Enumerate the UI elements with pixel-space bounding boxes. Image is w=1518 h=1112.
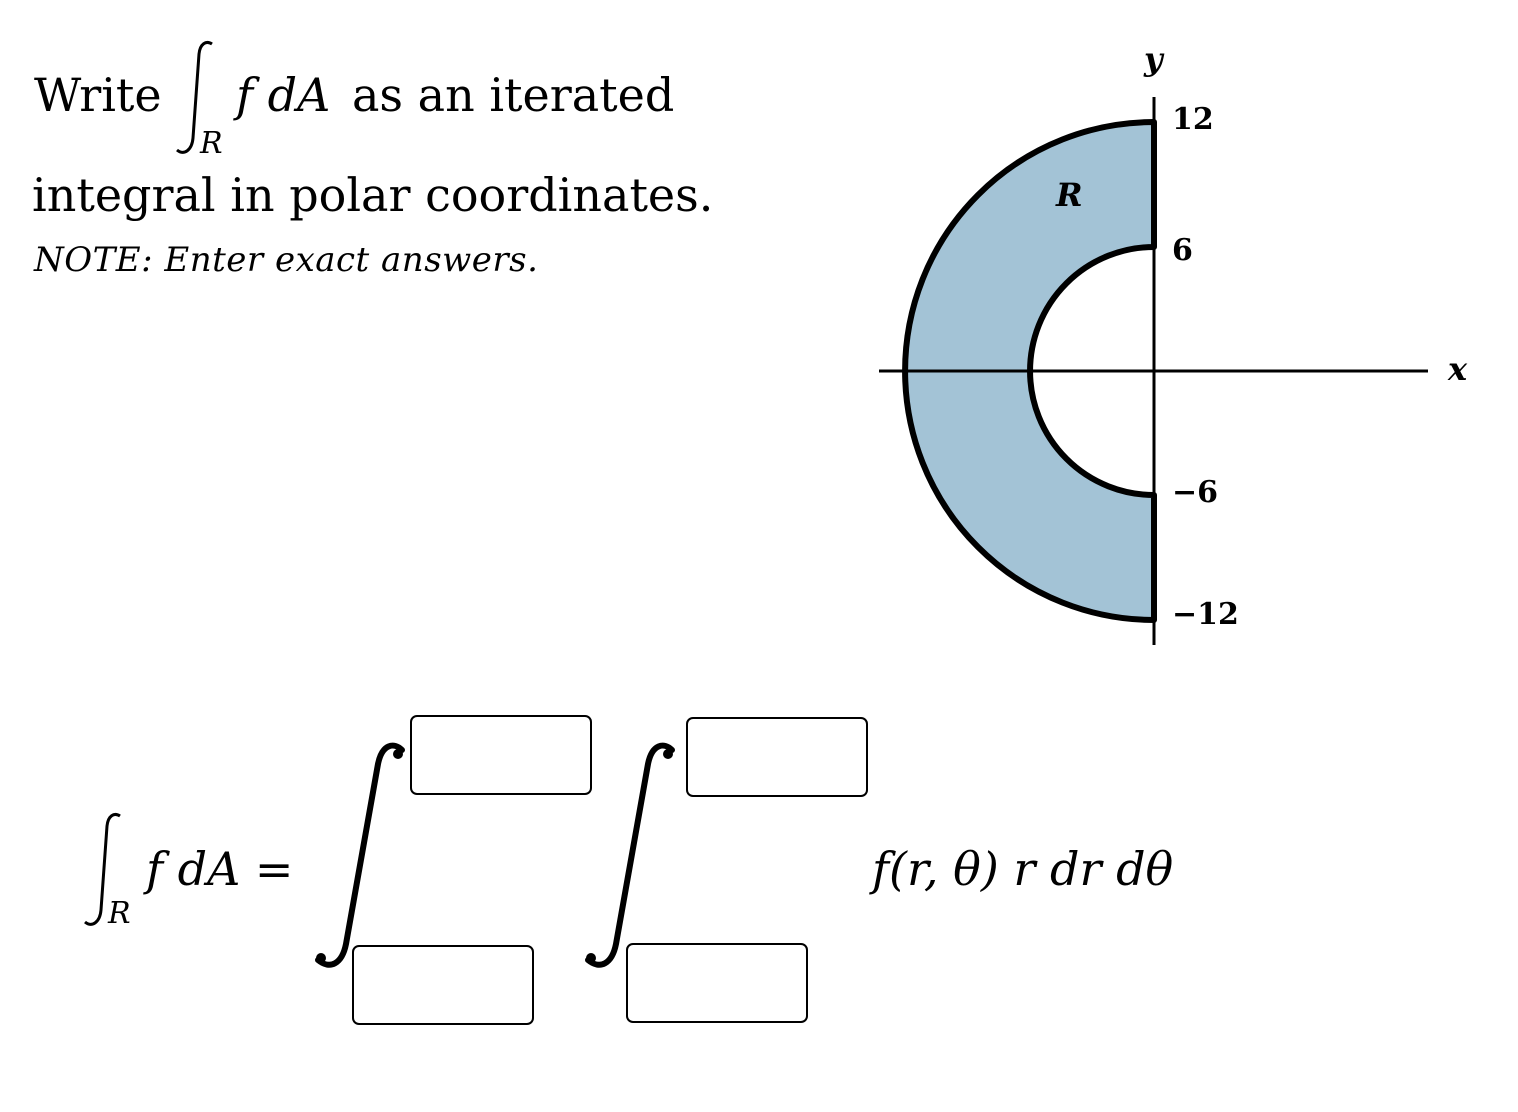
inner-upper-limit-input[interactable] — [686, 717, 868, 797]
prompt-integral-subscript: R — [200, 126, 223, 161]
lhs-integral-sign — [80, 810, 130, 934]
prompt-line-1: Write — [34, 72, 162, 118]
outer-lower-limit-input[interactable] — [352, 945, 534, 1025]
inner-lower-limit-input[interactable] — [626, 943, 808, 1023]
outer-upper-limit-input[interactable] — [410, 715, 592, 795]
tick-12: 12 — [1172, 102, 1214, 137]
lhs-integral-subscript: R — [108, 896, 131, 931]
tick-neg6: −6 — [1172, 475, 1219, 510]
outer-integral-sign — [310, 740, 410, 976]
lhs-expression: f dA = — [146, 842, 294, 896]
x-axis-label: x — [1448, 350, 1468, 388]
region-graph — [879, 97, 1428, 645]
prompt-integrand: f dA — [236, 68, 331, 122]
prompt-line-2: integral in polar coordinates. — [32, 168, 714, 222]
tick-6: 6 — [1172, 233, 1193, 268]
prompt-as-iterated: as an iterated — [352, 68, 675, 122]
inner-integral-sign — [580, 740, 680, 976]
prompt-integral-sign — [172, 38, 222, 162]
y-axis-label: y — [1144, 40, 1163, 78]
region-label: R — [1056, 176, 1083, 214]
prompt-write: Write — [34, 68, 162, 122]
tick-neg12: −12 — [1172, 597, 1239, 632]
prompt-note: NOTE: Enter exact answers. — [34, 240, 539, 280]
integrand-expression: f(r, θ) r dr dθ — [872, 842, 1174, 896]
